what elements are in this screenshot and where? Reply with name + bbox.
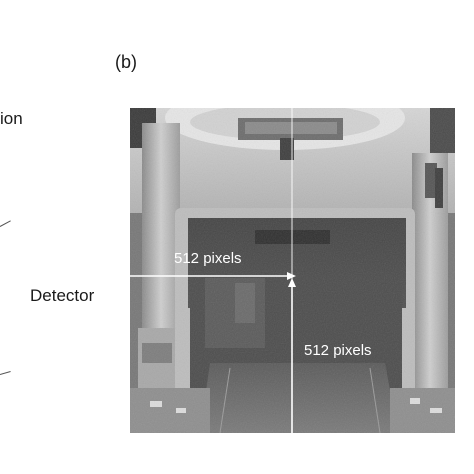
grayscale-photo [130,108,455,433]
left-text-fragment: ion [0,109,23,128]
horizontal-pixels-label: 512 pixels [174,250,242,267]
detector-label: Detector [30,286,95,305]
vertical-arrow-head [288,278,296,287]
detector-image [130,108,455,433]
stray-line-upper [0,220,11,227]
stray-line-lower [0,370,11,375]
vertical-pixels-label: 512 pixels [304,342,372,359]
panel-label: (b) [115,52,137,72]
